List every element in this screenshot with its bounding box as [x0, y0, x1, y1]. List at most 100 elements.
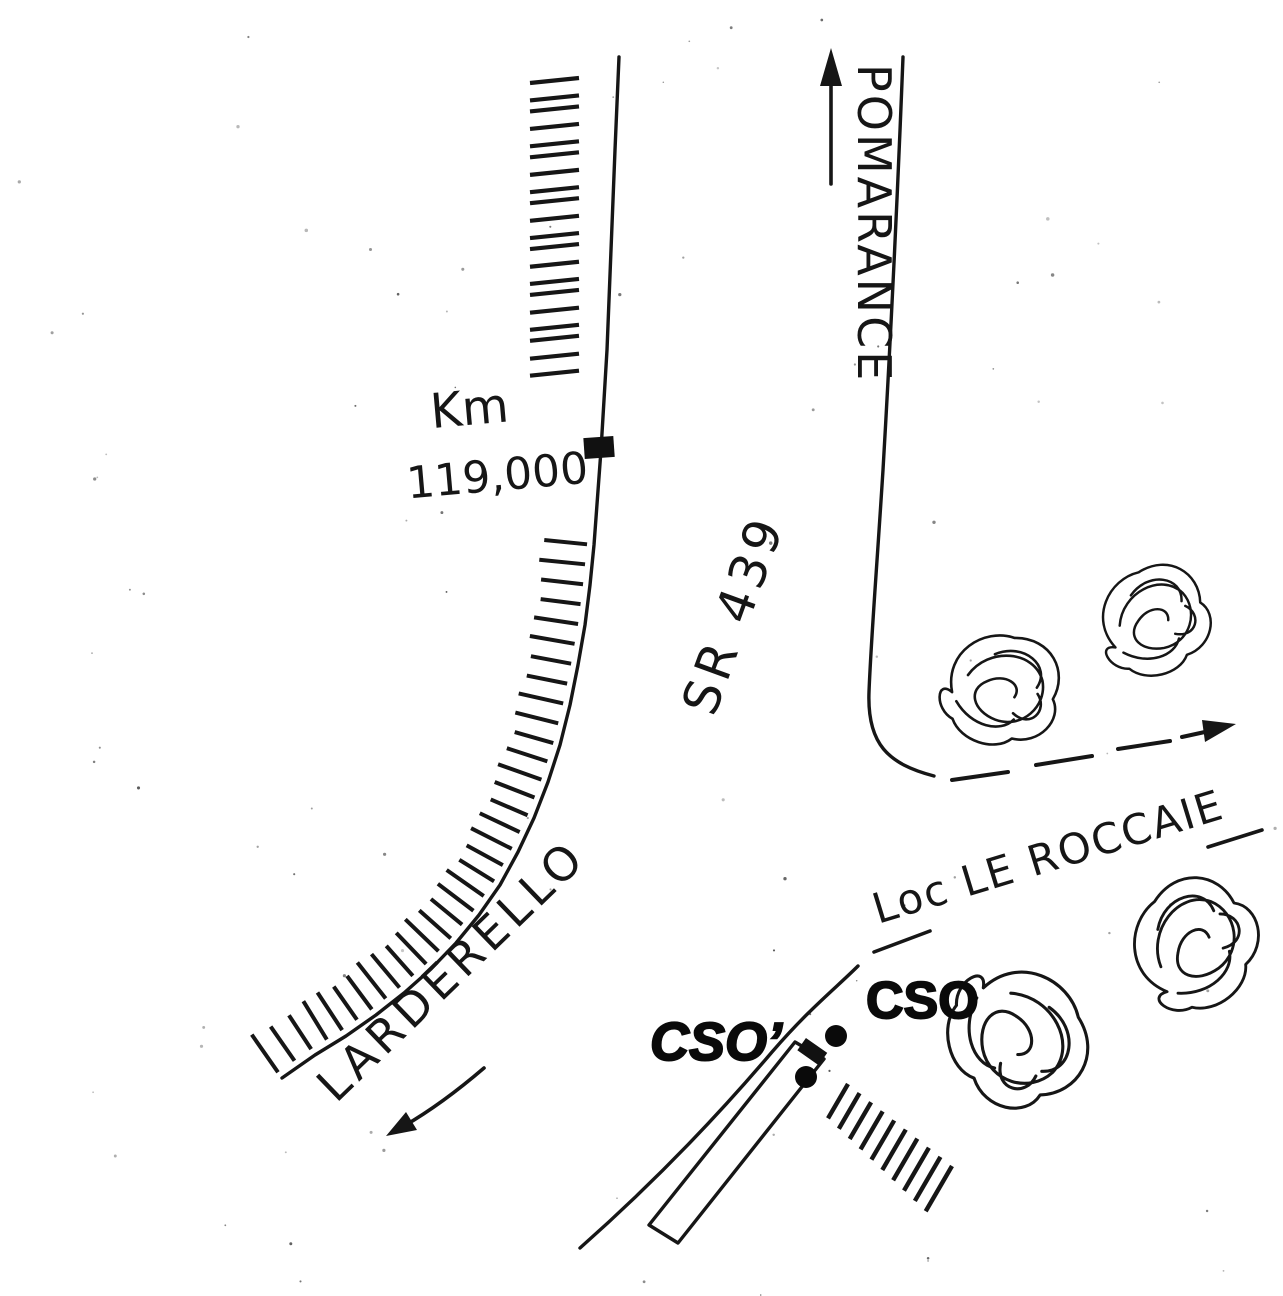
dash — [1116, 739, 1172, 751]
access-road-endcap — [797, 1037, 828, 1066]
speck — [772, 949, 776, 952]
hatch-tick — [529, 139, 580, 149]
road-roccaie-curve — [578, 964, 860, 1250]
km-marker-tick — [583, 435, 615, 460]
speck — [953, 876, 957, 879]
hatch-tick — [269, 1025, 297, 1062]
speck — [256, 845, 259, 848]
speck — [113, 1154, 117, 1158]
hatch-tick — [540, 597, 581, 607]
speck — [682, 256, 685, 259]
hatch-tick — [403, 917, 440, 953]
speck — [549, 225, 552, 228]
speck — [811, 408, 815, 412]
hatch-tick — [250, 1033, 280, 1074]
dash — [872, 929, 932, 954]
hatch-tick — [540, 577, 584, 587]
speck — [289, 1242, 293, 1246]
hatch-tick — [514, 730, 554, 746]
hatch-tick — [384, 944, 415, 978]
label-pomarance: POMARANCE — [847, 64, 901, 383]
speck — [721, 798, 725, 802]
speck — [98, 746, 101, 749]
speck — [284, 1151, 287, 1154]
speck — [96, 476, 99, 479]
speck — [368, 247, 373, 252]
speck — [1037, 400, 1040, 404]
hatch-tick — [529, 333, 580, 343]
hatch-tick — [489, 797, 529, 818]
speck — [618, 292, 622, 297]
speck — [1205, 1209, 1209, 1213]
speck — [92, 1091, 94, 1094]
speck — [768, 541, 773, 545]
hatch-tick — [529, 93, 580, 103]
speck — [224, 1224, 227, 1227]
speck — [92, 760, 96, 764]
speck — [91, 652, 93, 654]
hatch-tick — [497, 762, 543, 782]
embankment-hatching-top — [529, 75, 580, 378]
speck — [136, 786, 141, 790]
speck — [93, 477, 97, 481]
speck — [729, 26, 733, 30]
speck — [440, 511, 444, 515]
speck — [382, 1148, 386, 1152]
hatch-tick — [301, 1000, 329, 1041]
speck — [1016, 281, 1019, 284]
arrow-up-icon — [820, 48, 842, 186]
arrow-down-left-icon — [386, 1066, 486, 1136]
cso-marker-dot — [825, 1025, 847, 1047]
hatch-tick — [529, 150, 580, 160]
hatch-tick — [529, 259, 580, 269]
hatch-tick — [836, 1092, 862, 1130]
speck — [969, 659, 972, 662]
hatch-tick — [465, 843, 504, 867]
speck — [1206, 989, 1210, 993]
hatch-tick — [529, 75, 580, 86]
dash — [1034, 754, 1094, 767]
cso-prime-marker-dot — [795, 1066, 817, 1088]
hatch-tick — [858, 1110, 885, 1151]
hatch-tick — [445, 868, 485, 898]
speck — [772, 1133, 775, 1137]
hatch-tick — [518, 691, 564, 706]
speck — [820, 18, 824, 22]
label-cso: CSO — [866, 972, 979, 1030]
hatch-tick — [394, 931, 428, 966]
hatch-tick — [514, 710, 559, 726]
hatch-tick — [345, 974, 374, 1011]
speck — [759, 1294, 762, 1296]
hatch-tick — [332, 985, 359, 1021]
speck — [688, 40, 691, 43]
speck — [853, 363, 857, 366]
speck — [1108, 931, 1111, 935]
hatch-tick — [530, 654, 572, 666]
speck — [81, 312, 84, 315]
road-sr439-left-edge — [280, 55, 621, 1080]
speck — [202, 1025, 206, 1029]
speck — [642, 1280, 646, 1284]
hatch-tick — [902, 1146, 931, 1192]
hatch-tick — [529, 167, 580, 177]
speck — [875, 655, 879, 658]
speck — [299, 1280, 302, 1283]
speck — [405, 519, 408, 522]
hatch-tick — [355, 961, 388, 1000]
hatch-tick — [529, 121, 580, 132]
hatch-tick — [544, 538, 588, 547]
speck — [1046, 217, 1050, 221]
hatch-tick — [826, 1082, 850, 1120]
speck — [927, 1259, 930, 1262]
hatch-tick — [429, 897, 464, 927]
speck — [461, 267, 465, 271]
hatch-tick — [417, 908, 453, 940]
roccaie-road-dashes — [872, 828, 1264, 954]
paper-noise — [17, 18, 1277, 1296]
speck — [128, 588, 131, 591]
speck — [445, 310, 448, 313]
embankment-hatching-access — [826, 1082, 954, 1213]
speck — [445, 590, 448, 593]
speck — [526, 816, 529, 820]
